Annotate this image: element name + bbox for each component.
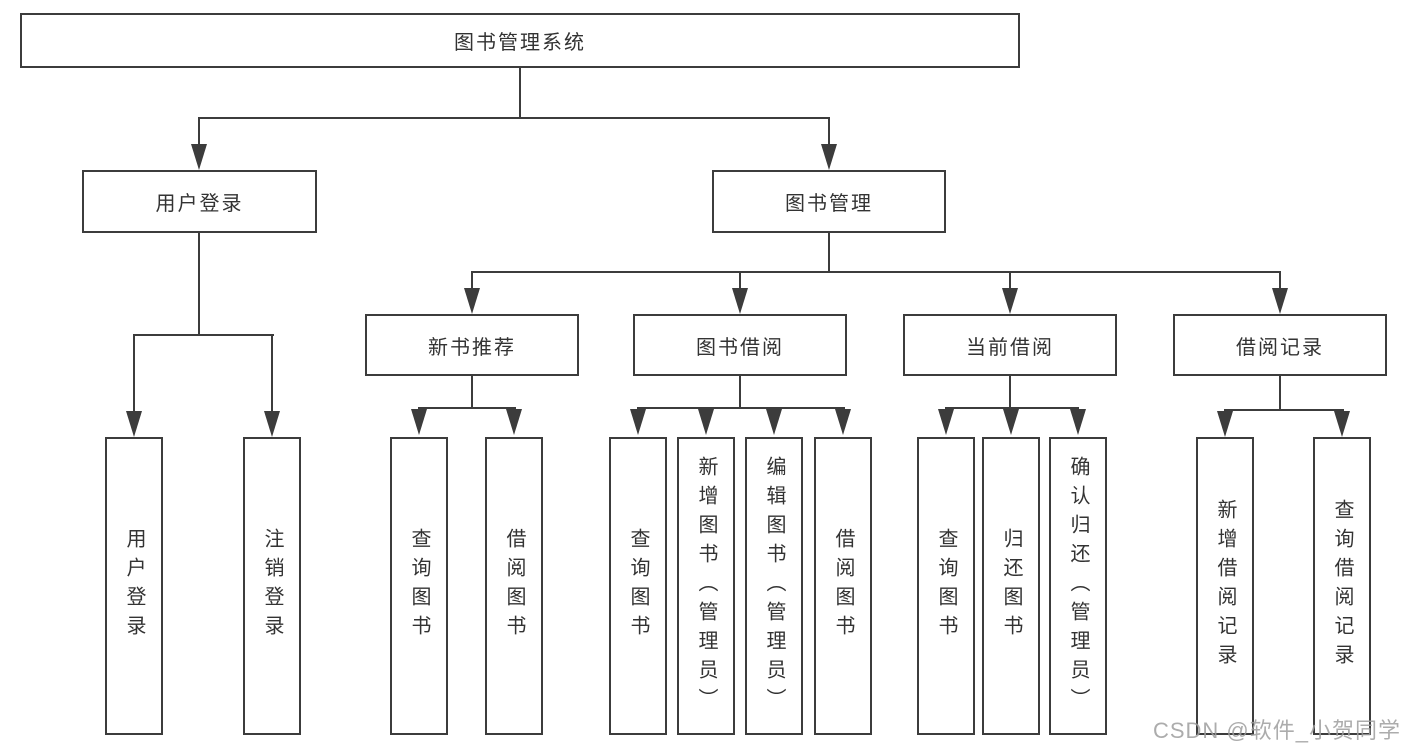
connector-vline xyxy=(1009,271,1011,291)
node-label: 新增借阅记录 xyxy=(1214,499,1236,673)
leaf-return-books: 归还图书 xyxy=(982,437,1040,735)
connector-hline xyxy=(637,407,845,409)
arrowhead-down-icon xyxy=(821,144,837,170)
connector-vline xyxy=(828,233,830,273)
leaf-query-borrow-record: 查询借阅记录 xyxy=(1313,437,1371,735)
connector-hline xyxy=(1224,409,1344,411)
arrowhead-down-icon xyxy=(835,409,851,435)
leaf-add-books-admin: 新增图书（管理员） xyxy=(677,437,735,735)
connector-vline xyxy=(471,376,473,409)
node-label: 确认归还（管理员） xyxy=(1067,455,1089,717)
node-library-management-system: 图书管理系统 xyxy=(20,13,1020,68)
arrowhead-down-icon xyxy=(938,409,954,435)
node-label: 新书推荐 xyxy=(428,336,516,359)
arrowhead-down-icon xyxy=(1217,411,1233,437)
arrowhead-down-icon xyxy=(191,144,207,170)
arrowhead-down-icon xyxy=(698,409,714,435)
node-label: 新增图书（管理员） xyxy=(695,455,717,717)
node-book-borrow: 图书借阅 xyxy=(633,314,847,376)
node-label: 查询图书 xyxy=(935,528,957,644)
node-label: 图书管理系统 xyxy=(454,32,586,54)
connector-vline xyxy=(1279,376,1281,411)
node-label: 图书管理 xyxy=(785,193,873,215)
arrowhead-down-icon xyxy=(464,288,480,314)
connector-hline xyxy=(471,271,1281,273)
connector-vline xyxy=(739,376,741,409)
leaf-edit-books-admin: 编辑图书（管理员） xyxy=(745,437,803,735)
leaf-user-login: 用户登录 xyxy=(105,437,163,735)
connector-hline xyxy=(418,407,516,409)
leaf-borrow-books: 借阅图书 xyxy=(814,437,872,735)
connector-vline xyxy=(739,271,741,291)
leaf-confirm-return-admin: 确认归还（管理员） xyxy=(1049,437,1107,735)
arrowhead-down-icon xyxy=(1002,288,1018,314)
node-label: 用户登录 xyxy=(123,528,145,644)
node-user-login: 用户登录 xyxy=(82,170,317,233)
node-label: 借阅记录 xyxy=(1236,336,1324,359)
arrowhead-down-icon xyxy=(766,409,782,435)
connector-vline xyxy=(471,271,473,291)
arrowhead-down-icon xyxy=(411,409,427,435)
arrowhead-down-icon xyxy=(264,411,280,437)
arrowhead-down-icon xyxy=(1003,409,1019,435)
node-label: 注销登录 xyxy=(261,528,283,644)
connector-hline xyxy=(945,407,1079,409)
node-label: 借阅图书 xyxy=(503,528,525,644)
node-label: 当前借阅 xyxy=(966,336,1054,359)
connector-vline xyxy=(198,233,200,335)
leaf-query-books: 查询图书 xyxy=(609,437,667,735)
connector-vline xyxy=(133,334,135,412)
leaf-query-books: 查询图书 xyxy=(917,437,975,735)
node-label: 查询借阅记录 xyxy=(1331,499,1353,673)
connector-hline xyxy=(198,117,830,119)
arrowhead-down-icon xyxy=(732,288,748,314)
connector-vline xyxy=(1279,271,1281,291)
node-current-borrow: 当前借阅 xyxy=(903,314,1117,376)
node-label: 编辑图书（管理员） xyxy=(763,455,785,717)
leaf-logout: 注销登录 xyxy=(243,437,301,735)
arrowhead-down-icon xyxy=(1334,411,1350,437)
arrowhead-down-icon xyxy=(1070,409,1086,435)
arrowhead-down-icon xyxy=(506,409,522,435)
node-borrow-records: 借阅记录 xyxy=(1173,314,1387,376)
watermark: CSDN @软件_小贺同学 xyxy=(1152,718,1401,743)
node-label: 归还图书 xyxy=(1000,528,1022,644)
node-label: 图书借阅 xyxy=(696,336,784,359)
node-new-book-recommend: 新书推荐 xyxy=(365,314,579,376)
connector-vline xyxy=(1009,376,1011,409)
arrowhead-down-icon xyxy=(630,409,646,435)
node-label: 借阅图书 xyxy=(832,528,854,644)
node-label: 查询图书 xyxy=(408,528,430,644)
node-book-management: 图书管理 xyxy=(712,170,946,233)
arrowhead-down-icon xyxy=(126,411,142,437)
connector-vline xyxy=(198,117,200,147)
connector-vline xyxy=(828,117,830,147)
connector-vline xyxy=(519,68,521,118)
connector-vline xyxy=(271,334,273,412)
leaf-query-books: 查询图书 xyxy=(390,437,448,735)
leaf-add-borrow-record: 新增借阅记录 xyxy=(1196,437,1254,735)
connector-hline xyxy=(133,334,274,336)
node-label: 查询图书 xyxy=(627,528,649,644)
arrowhead-down-icon xyxy=(1272,288,1288,314)
node-label: 用户登录 xyxy=(155,193,244,215)
leaf-borrow-books: 借阅图书 xyxy=(485,437,543,735)
